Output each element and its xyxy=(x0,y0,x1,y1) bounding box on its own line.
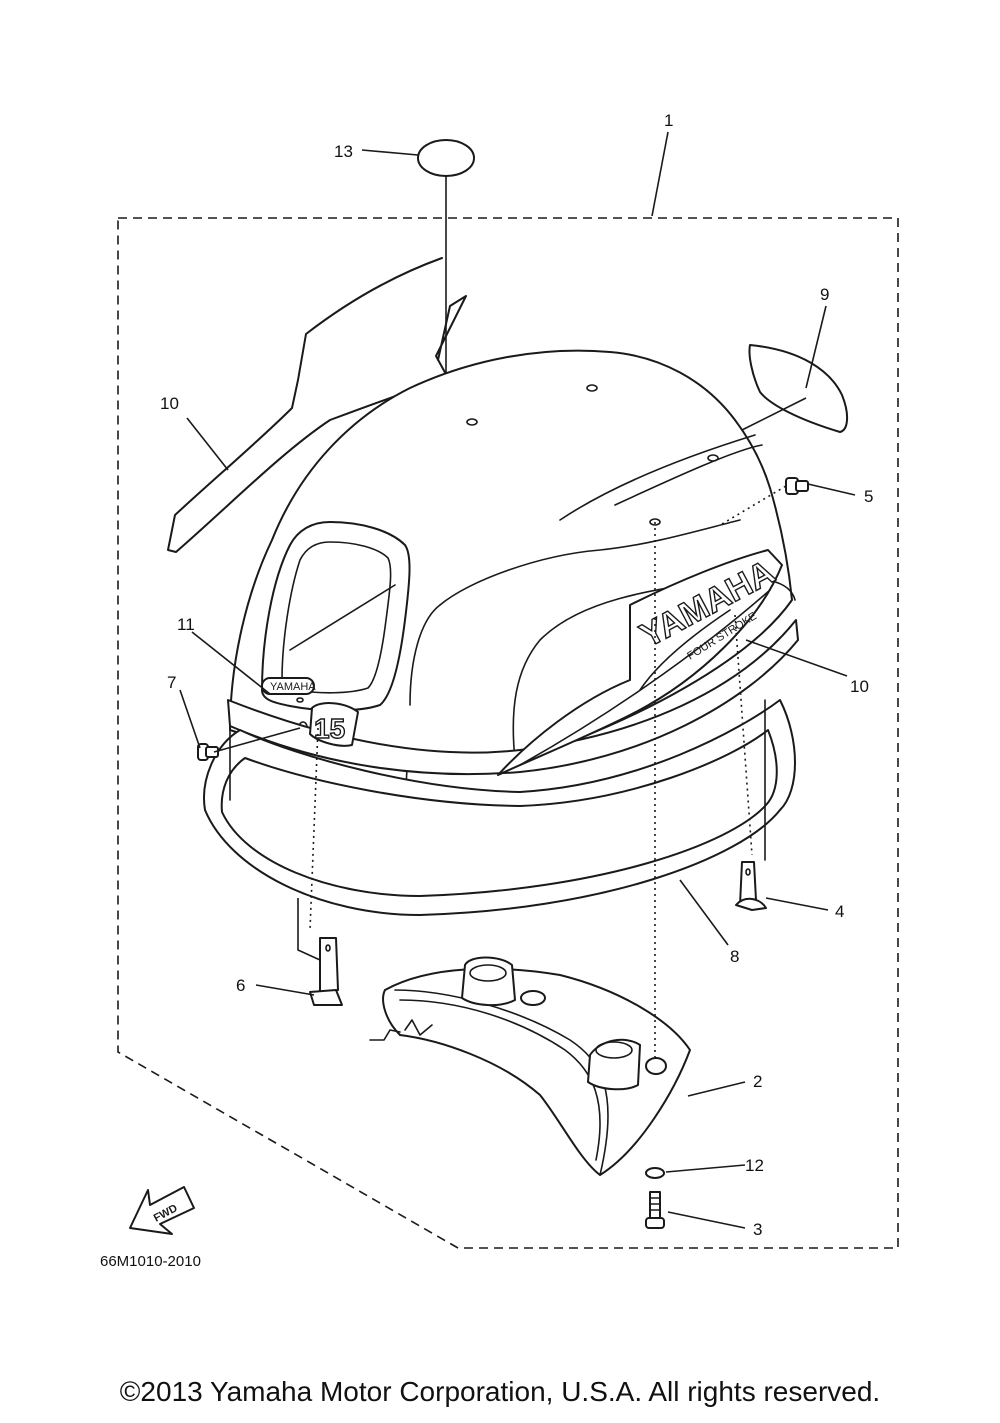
align-line-right xyxy=(734,614,753,856)
part-11-emblem: YAMAHA 15 xyxy=(261,677,359,747)
callout-1: 1 xyxy=(664,111,673,130)
copyright-notice: ©2013 Yamaha Motor Corporation, U.S.A. A… xyxy=(119,1376,881,1407)
callout-5: 5 xyxy=(864,487,873,506)
callout-6: 6 xyxy=(236,976,245,995)
align-line-left xyxy=(309,727,319,931)
callout-labels: 1 13 9 10 5 11 7 10 4 8 6 2 12 3 xyxy=(160,111,873,1239)
part-4-bracket xyxy=(735,861,767,911)
part-1-cowling-band xyxy=(227,619,799,776)
align-line-decal xyxy=(721,485,787,525)
part-5-screw xyxy=(785,477,809,495)
callout-4: 4 xyxy=(835,902,844,921)
part-10-left-decal xyxy=(167,257,467,553)
callout-7: 7 xyxy=(167,673,176,692)
callout-12: 12 xyxy=(745,1156,764,1175)
assembly-boundary xyxy=(117,217,899,1249)
callout-3: 3 xyxy=(753,1220,762,1239)
callout-11: 11 xyxy=(177,615,195,634)
callout-13: 13 xyxy=(334,142,353,161)
part-7-screw xyxy=(197,743,219,761)
callout-2: 2 xyxy=(753,1072,762,1091)
part-2-frame xyxy=(369,956,691,1176)
part-9-plate xyxy=(748,344,848,433)
part-1-skirt xyxy=(229,699,766,861)
callout-10-right: 10 xyxy=(850,677,869,696)
part-13-ring xyxy=(417,139,475,177)
callout-8: 8 xyxy=(730,947,739,966)
part-12-washer xyxy=(645,1167,665,1179)
leader-lines xyxy=(179,131,856,1229)
part-3-bolt xyxy=(645,1191,665,1229)
part-8-seal xyxy=(203,699,796,916)
callout-10-left: 10 xyxy=(160,394,179,413)
part-6-bracket xyxy=(309,937,343,1006)
diagram-code: 66M1010-2010 xyxy=(100,1253,201,1270)
callout-9: 9 xyxy=(820,285,829,304)
svg-text:YAMAHA: YAMAHA xyxy=(270,681,316,693)
fwd-arrow-icon: FWD xyxy=(129,1186,195,1235)
